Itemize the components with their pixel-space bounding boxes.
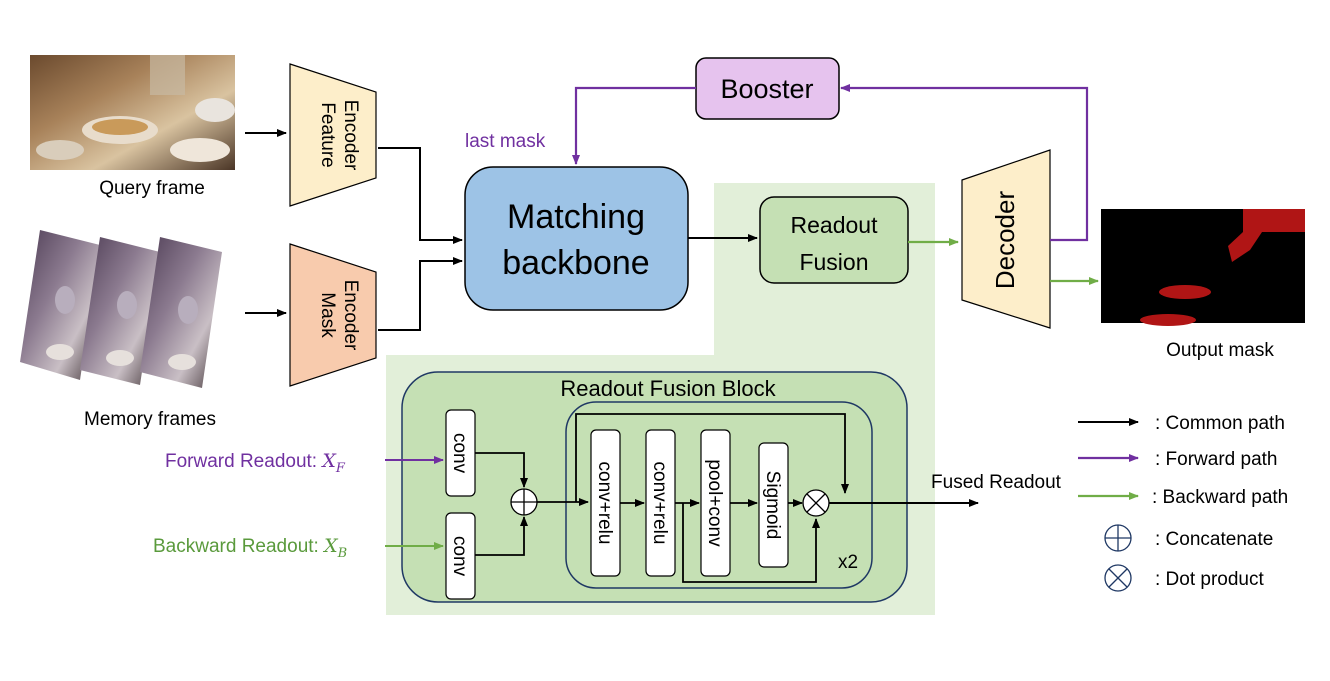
output-mask-label: Output mask xyxy=(1166,340,1274,361)
repeat-count-label: x2 xyxy=(838,552,858,573)
layer-conv-relu-1: conv+relu xyxy=(590,429,621,577)
memory-frames-image xyxy=(20,230,222,388)
arrow-decoder-to-booster xyxy=(840,84,1089,242)
feature-encoder: Feature Encoder xyxy=(289,63,377,207)
svg-text:Sigmoid: Sigmoid xyxy=(762,471,783,540)
layer-sigmoid: Sigmoid xyxy=(758,442,789,568)
backward-readout-label: Backward Readout: XB xyxy=(153,535,347,561)
query-frame-label: Query frame xyxy=(99,178,205,199)
readout-fusion-label-1: Readout xyxy=(791,212,879,238)
feature-encoder-label-1: Feature xyxy=(317,102,338,167)
memory-frames-label: Memory frames xyxy=(84,409,216,430)
decoder: Decoder xyxy=(961,149,1051,329)
arrow-skip-connection xyxy=(575,413,849,502)
readout-fusion-label-2: Fusion xyxy=(799,249,868,275)
matching-backbone: Matching backbone xyxy=(464,166,689,311)
output-mask-image xyxy=(1101,209,1305,326)
query-frame-image xyxy=(30,55,235,170)
readout-fusion: Readout Fusion xyxy=(759,196,909,284)
svg-text:pool+conv: pool+conv xyxy=(704,459,725,547)
legend-concatenate-icon xyxy=(1104,524,1132,552)
arrow-conv-backward-to-concat xyxy=(475,516,528,556)
concatenate-symbol xyxy=(510,488,538,516)
dot-product-symbol xyxy=(802,489,830,517)
conv-box-backward: conv xyxy=(445,512,476,600)
arrow-bypass-to-dot xyxy=(682,503,820,583)
legend-dot-label: : Dot product xyxy=(1155,569,1264,590)
legend-common-label: : Common path xyxy=(1155,413,1285,434)
arrow-conv-forward-to-concat xyxy=(475,452,528,488)
svg-text:conv: conv xyxy=(449,536,470,577)
conv-box-forward: conv xyxy=(445,409,476,497)
layer-pool-conv: pool+conv xyxy=(700,429,731,577)
last-mask-label: last mask xyxy=(465,131,546,152)
mask-encoder-label-2: Encoder xyxy=(340,280,361,351)
forward-readout-label: Forward Readout: XF xyxy=(165,450,346,476)
layer-conv-relu-2: conv+relu xyxy=(645,429,676,577)
legend-concatenate-label: : Concatenate xyxy=(1155,529,1273,550)
matching-backbone-label-1: Matching xyxy=(507,198,645,236)
legend-backward-label: : Backward path xyxy=(1152,487,1288,508)
legend-forward-label: : Forward path xyxy=(1155,449,1278,470)
decoder-label: Decoder xyxy=(990,191,1020,290)
svg-text:conv+relu: conv+relu xyxy=(594,462,615,545)
legend: : Common path : Forward path : Backward … xyxy=(1078,413,1288,592)
svg-text:conv: conv xyxy=(449,433,470,474)
arrow-booster-to-matching xyxy=(572,86,696,165)
svg-text:conv+relu: conv+relu xyxy=(649,462,670,545)
mask-encoder-label-1: Mask xyxy=(317,292,338,338)
legend-dot-product-icon xyxy=(1104,564,1132,592)
arrow-mask-to-matching xyxy=(378,257,463,331)
fused-readout-label: Fused Readout xyxy=(931,472,1062,493)
booster-label: Booster xyxy=(720,74,813,104)
readout-fusion-block-title: Readout Fusion Block xyxy=(560,376,776,401)
arrow-feature-to-matching xyxy=(378,147,463,244)
matching-backbone-label-2: backbone xyxy=(502,244,649,282)
mask-encoder: Mask Encoder xyxy=(289,243,377,387)
booster: Booster xyxy=(695,57,840,120)
feature-encoder-label-2: Encoder xyxy=(340,100,361,171)
